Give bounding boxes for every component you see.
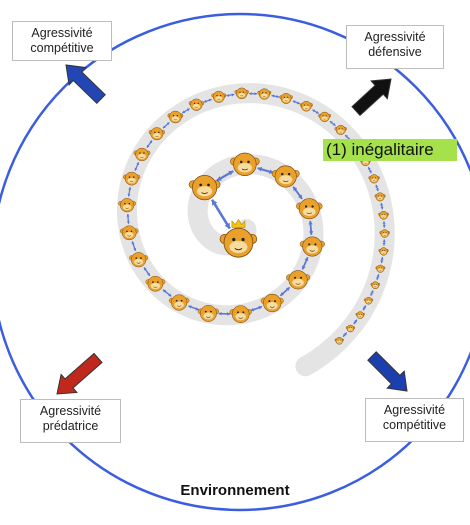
double-arrow-icon bbox=[212, 200, 230, 229]
label-line: prédatrice bbox=[27, 419, 114, 434]
environment-label: Environnement bbox=[0, 482, 470, 499]
label-predatory: Agressivité prédatrice bbox=[20, 399, 121, 443]
label-line: compétitive bbox=[19, 41, 105, 56]
inequality-highlight: (1) inégalitaire bbox=[323, 139, 457, 161]
label-line: défensive bbox=[353, 45, 437, 60]
label-defensive: Agressivité défensive bbox=[346, 25, 444, 69]
arrow-competitive-bottom-right bbox=[368, 352, 407, 391]
spiral-band bbox=[127, 93, 385, 366]
arrow-predatory bbox=[57, 354, 102, 395]
label-competitive-top-left: Agressivité compétitive bbox=[12, 21, 112, 61]
label-competitive-bottom-right: Agressivité compétitive bbox=[365, 398, 464, 442]
label-line: compétitive bbox=[372, 418, 457, 433]
arrow-competitive-top-left bbox=[66, 65, 105, 103]
label-line: Agressivité bbox=[27, 404, 114, 419]
arrow-defensive bbox=[352, 79, 391, 115]
label-line: Agressivité bbox=[19, 26, 105, 41]
label-line: Agressivité bbox=[353, 30, 437, 45]
label-line: Agressivité bbox=[372, 403, 457, 418]
